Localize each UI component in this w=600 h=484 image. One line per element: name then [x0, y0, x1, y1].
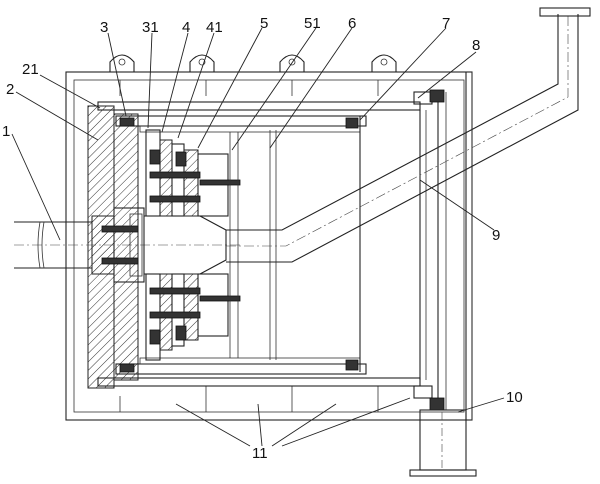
label-10: 10 — [506, 389, 523, 406]
label-11: 11 — [252, 445, 268, 462]
label-31: 31 — [142, 19, 159, 36]
label-51: 51 — [304, 15, 321, 32]
label-8: 8 — [472, 37, 480, 54]
label-4: 4 — [182, 19, 190, 36]
label-3: 3 — [100, 19, 108, 36]
right-door — [429, 72, 473, 420]
leader-lines — [11, 27, 505, 447]
label-5: 5 — [260, 15, 268, 32]
reference-numerals: 1 2 21 3 31 4 41 5 51 6 7 8 9 10 11 — [2, 15, 523, 462]
label-6: 6 — [348, 15, 356, 32]
bottom-rail — [97, 357, 421, 387]
label-9: 9 — [492, 227, 500, 244]
inlet-pipe — [14, 221, 240, 269]
rotor-assembly — [145, 129, 277, 361]
label-2: 2 — [6, 81, 14, 98]
label-41: 41 — [206, 19, 223, 36]
discharge-duct — [409, 409, 477, 477]
label-7: 7 — [442, 15, 450, 32]
label-21: 21 — [22, 61, 39, 78]
outlet-pipe — [226, 7, 591, 263]
label-1: 1 — [2, 123, 10, 140]
drum-body — [359, 91, 433, 399]
top-rail — [97, 101, 421, 133]
